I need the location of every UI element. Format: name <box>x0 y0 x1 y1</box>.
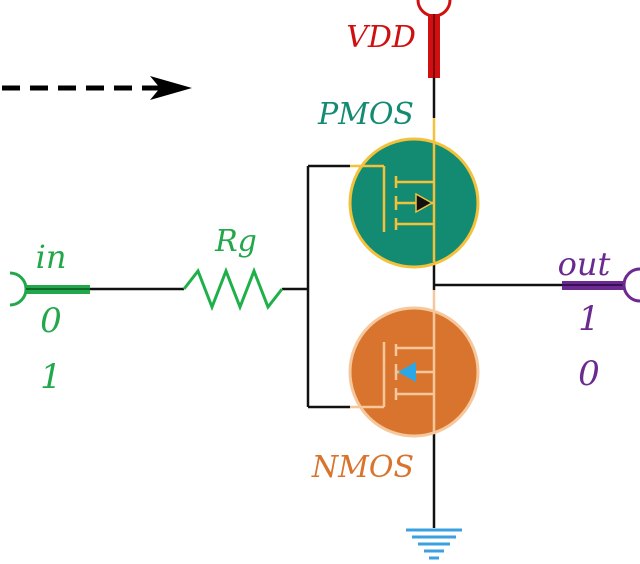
nmos-label: NMOS <box>311 450 414 485</box>
pmos-transistor <box>348 118 480 269</box>
input-value: 0 <box>40 301 62 341</box>
input-value: 1 <box>40 357 62 397</box>
vdd-label: VDD <box>346 20 416 55</box>
ground-icon <box>406 528 462 560</box>
resistor-label: Rg <box>214 224 257 259</box>
signal-flow-arrow <box>2 76 192 100</box>
pmos-label: PMOS <box>317 97 414 132</box>
output-value: 0 <box>578 354 600 394</box>
output-label: out <box>558 245 611 283</box>
nmos-arrow-icon <box>398 362 416 382</box>
output-terminal <box>562 267 640 303</box>
vdd-terminal <box>416 0 452 78</box>
gate-wiring <box>282 164 350 409</box>
output-value: 1 <box>578 299 600 339</box>
nmos-transistor <box>348 290 480 438</box>
pmos-arrow-icon <box>415 192 434 214</box>
resistor-rg <box>182 266 284 312</box>
input-terminal <box>9 271 90 307</box>
input-label: in <box>36 238 67 276</box>
